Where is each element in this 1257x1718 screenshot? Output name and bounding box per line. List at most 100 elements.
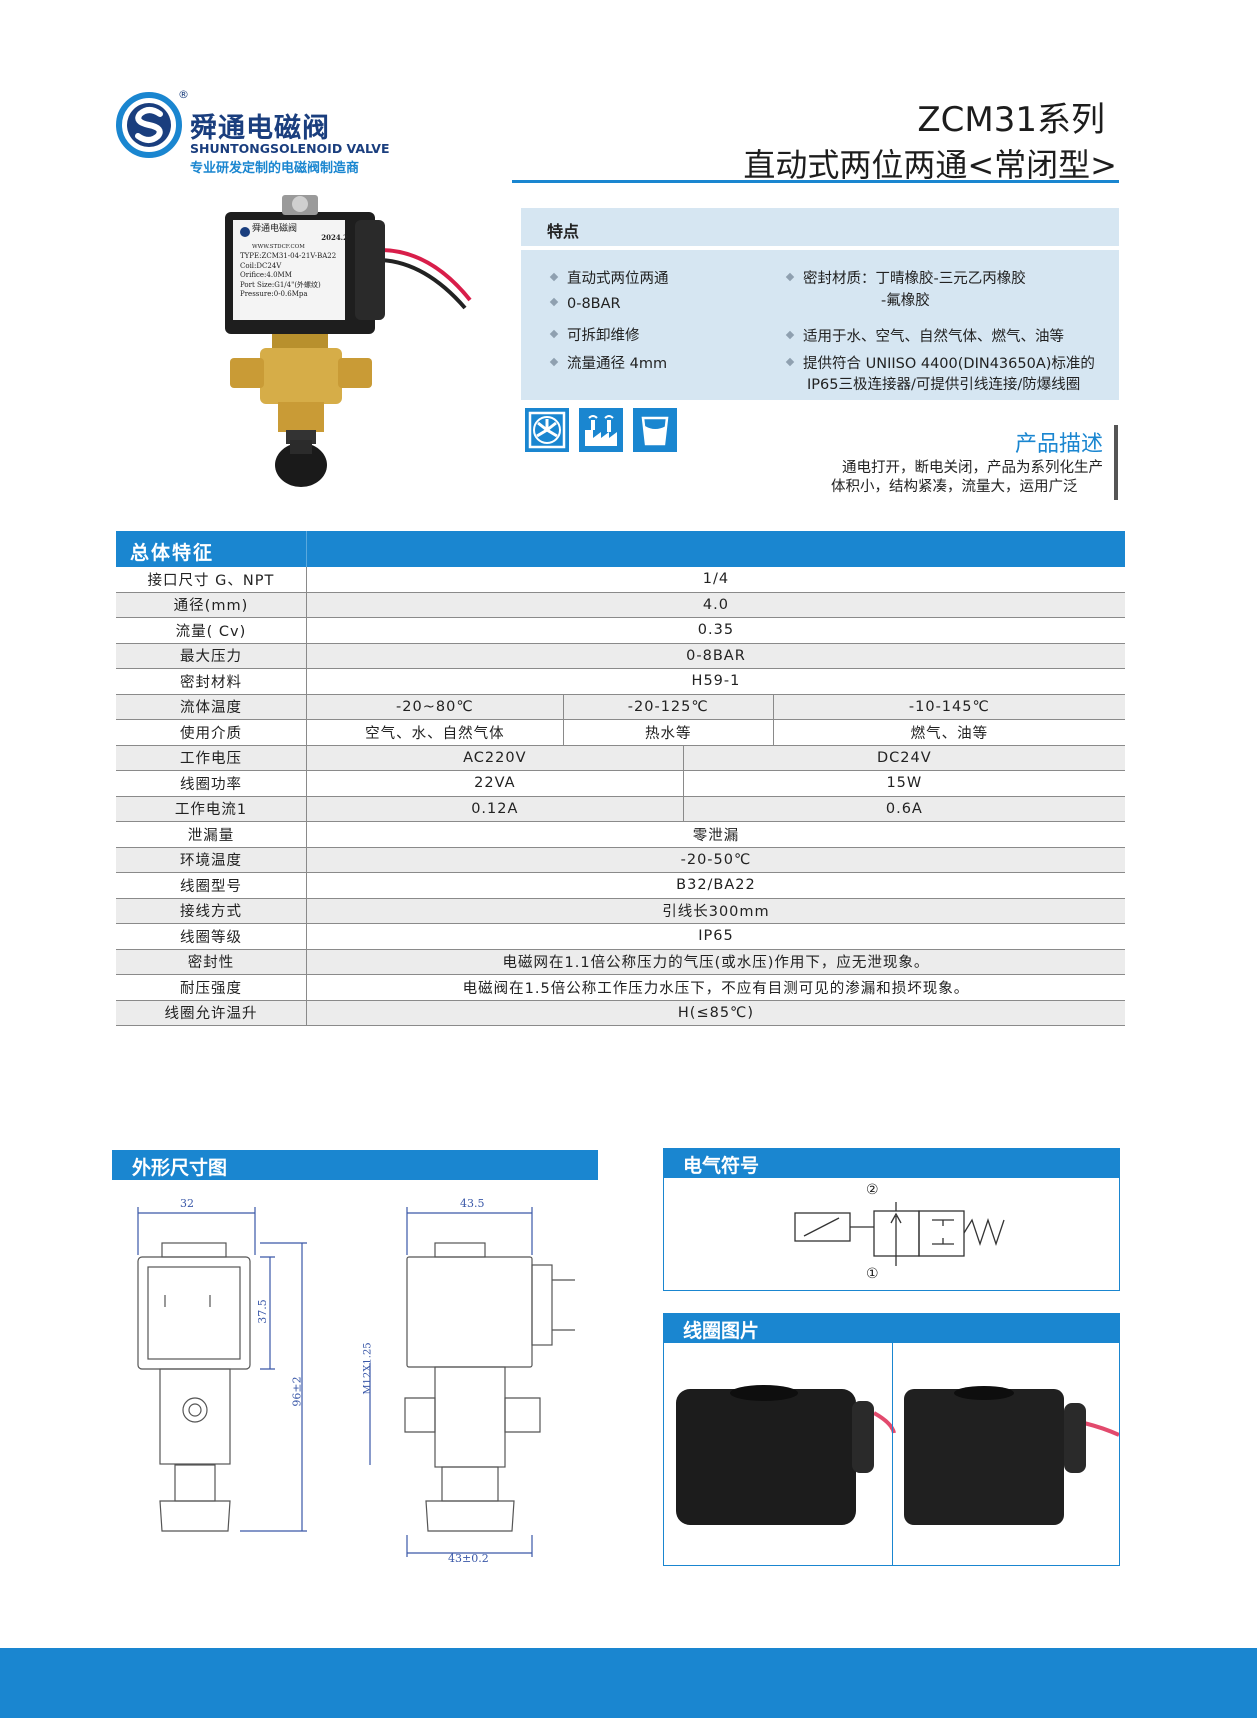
dimensions-heading-bar: 外形尺寸图 — [112, 1150, 598, 1180]
spec-heading: 总体特征 — [130, 542, 215, 564]
spec-heading-bar: 总体特征 — [116, 531, 1125, 567]
description-bar — [1114, 425, 1118, 500]
coil-photos-heading-bar: 线圈图片 — [663, 1313, 1120, 1343]
series-subtitle: 直动式两位两通<常闭型> — [743, 146, 1117, 184]
label-brand: 舜通电磁阀 — [252, 224, 298, 234]
spec-row: 环境温度-20-50℃ — [116, 847, 1125, 873]
features-panel: 直动式两位两通 0-8BAR 可拆卸维修 流量通径 4mm 密封材质：丁晴橡胶-… — [521, 250, 1119, 400]
spec-label: 密封材料 — [116, 668, 307, 695]
label-line: Pressure:0-0.6Mpa — [240, 290, 308, 298]
brand-slogan: 专业研发定制的电磁阀制造商 — [190, 161, 360, 176]
electrical-heading: 电气符号 — [683, 1155, 760, 1177]
dimension-drawing: 32 37.5 96±2 43.5 M12X1.25 43±0.2 — [120, 1195, 600, 1580]
spec-value: 15W — [683, 770, 1125, 797]
port-label: ② — [866, 1182, 879, 1198]
spec-value: -20-125℃ — [563, 694, 774, 720]
spec-label: 工作电流1 — [116, 796, 307, 822]
label-line: TYPE:ZCM31-04-21V-BA22 — [240, 252, 337, 260]
spec-value: 燃气、油等 — [773, 719, 1125, 746]
series-title: ZCM31系列 — [917, 100, 1105, 140]
feature-item-cont: IP65三极连接器/可提供引线连接/防爆线圈 — [807, 377, 1081, 393]
spec-label: 线圈型号 — [116, 872, 307, 899]
cup-icon — [633, 408, 677, 452]
spec-label: 工作电压 — [116, 745, 307, 771]
spec-value: 电磁网在1.1倍公称压力的气压(或水压)作用下，应无泄现象。 — [306, 949, 1125, 975]
spec-label: 接口尺寸 G、NPT — [116, 567, 307, 593]
coil-photos-panel — [663, 1343, 1120, 1566]
feature-item: 0-8BAR — [549, 296, 621, 312]
label-logo-icon — [240, 227, 250, 237]
feature-item-cont: -氟橡胶 — [881, 293, 930, 309]
description-heading: 产品描述 — [1014, 432, 1103, 457]
spec-row: 密封性电磁网在1.1倍公称压力的气压(或水压)作用下，应无泄现象。 — [116, 949, 1125, 975]
spec-value: 引线长300mm — [306, 898, 1125, 924]
dim-label: 43.5 — [460, 1197, 485, 1210]
spec-value: 0.35 — [306, 617, 1125, 644]
dim-label: 32 — [180, 1197, 194, 1210]
factory-icon — [579, 408, 623, 452]
brand-name-en: SHUNTONGSOLENOID VALVE — [190, 141, 390, 156]
brand-name-cn: 舜通电磁阀 — [190, 113, 330, 144]
feature-item: 适用于水、空气、自然气体、燃气、油等 — [785, 325, 1064, 346]
feature-item: 直动式两位两通 — [549, 267, 669, 288]
spec-label: 泄漏量 — [116, 821, 307, 848]
feature-item: 提供符合 UNIISO 4400(DIN43650A)标准的 — [785, 352, 1095, 373]
spec-value: AC220V — [306, 745, 684, 771]
spec-row: 通径(mm)4.0 — [116, 592, 1125, 618]
spec-label: 耐压强度 — [116, 974, 307, 1001]
spec-value: -20-50℃ — [306, 847, 1125, 873]
spec-label: 流量( Cv) — [116, 617, 307, 644]
spec-value: H(≤85℃) — [306, 1000, 1125, 1026]
product-label-text: 舜通电磁阀 2024.2 WWW.STDCF.COM TYPE:ZCM31-04-… — [240, 224, 348, 300]
fan-icon — [525, 408, 569, 452]
spec-value: 0-8BAR — [306, 643, 1125, 669]
feature-item: 可拆卸维修 — [549, 324, 640, 345]
registered-mark: ® — [178, 88, 189, 101]
electrical-symbol-panel: ② ① — [663, 1178, 1120, 1291]
spec-label: 线圈功率 — [116, 770, 307, 797]
spec-value: H59-1 — [306, 668, 1125, 695]
dim-label: M12X1.25 — [362, 1342, 374, 1395]
spec-value: 0.12A — [306, 796, 684, 822]
spec-label: 密封性 — [116, 949, 307, 975]
spec-row: 使用介质空气、水、自然气体热水等燃气、油等 — [116, 719, 1125, 746]
label-line: Orifice:4.0MM — [240, 271, 292, 279]
spec-label: 线圈允许温升 — [116, 1000, 307, 1026]
spec-label: 流体温度 — [116, 694, 307, 720]
electrical-heading-bar: 电气符号 — [663, 1148, 1120, 1178]
spec-row: 流体温度-20~80℃-20-125℃-10-145℃ — [116, 694, 1125, 720]
spec-value: 22VA — [306, 770, 684, 797]
label-line: Port Size:G1/4"(外螺纹) — [240, 280, 321, 289]
features-heading-bar: 特点 — [521, 208, 1119, 246]
spec-label: 通径(mm) — [116, 592, 307, 618]
footer-bar — [0, 1648, 1257, 1718]
spec-value: 1/4 — [306, 567, 1125, 593]
spec-row: 接线方式引线长300mm — [116, 898, 1125, 924]
coil-photos-heading: 线圈图片 — [683, 1320, 760, 1342]
features-heading: 特点 — [547, 222, 580, 241]
label-site: WWW.STDCF.COM — [252, 243, 305, 250]
spec-value: 电磁阀在1.5倍公称工作压力水压下，不应有目测可见的渗漏和损坏现象。 — [306, 974, 1125, 1001]
label-line: Coil:DC24V — [240, 261, 282, 270]
spec-label: 使用介质 — [116, 719, 307, 746]
dim-label: 43±0.2 — [448, 1552, 489, 1565]
spec-label: 环境温度 — [116, 847, 307, 873]
feature-item: 密封材质：丁晴橡胶-三元乙丙橡胶 — [785, 267, 1026, 288]
label-date: 2024.2 — [321, 233, 348, 242]
spec-value: -10-145℃ — [773, 694, 1125, 720]
port-label: ① — [866, 1266, 879, 1282]
spec-label: 接线方式 — [116, 898, 307, 924]
valve-symbol-icon — [794, 1202, 1005, 1266]
spec-value: 零泄漏 — [306, 821, 1125, 848]
spec-value: 热水等 — [563, 719, 774, 746]
description-line: 体积小，结构紧凑，流量大，运用广泛 — [831, 479, 1078, 495]
spec-row: 流量( Cv)0.35 — [116, 617, 1125, 644]
